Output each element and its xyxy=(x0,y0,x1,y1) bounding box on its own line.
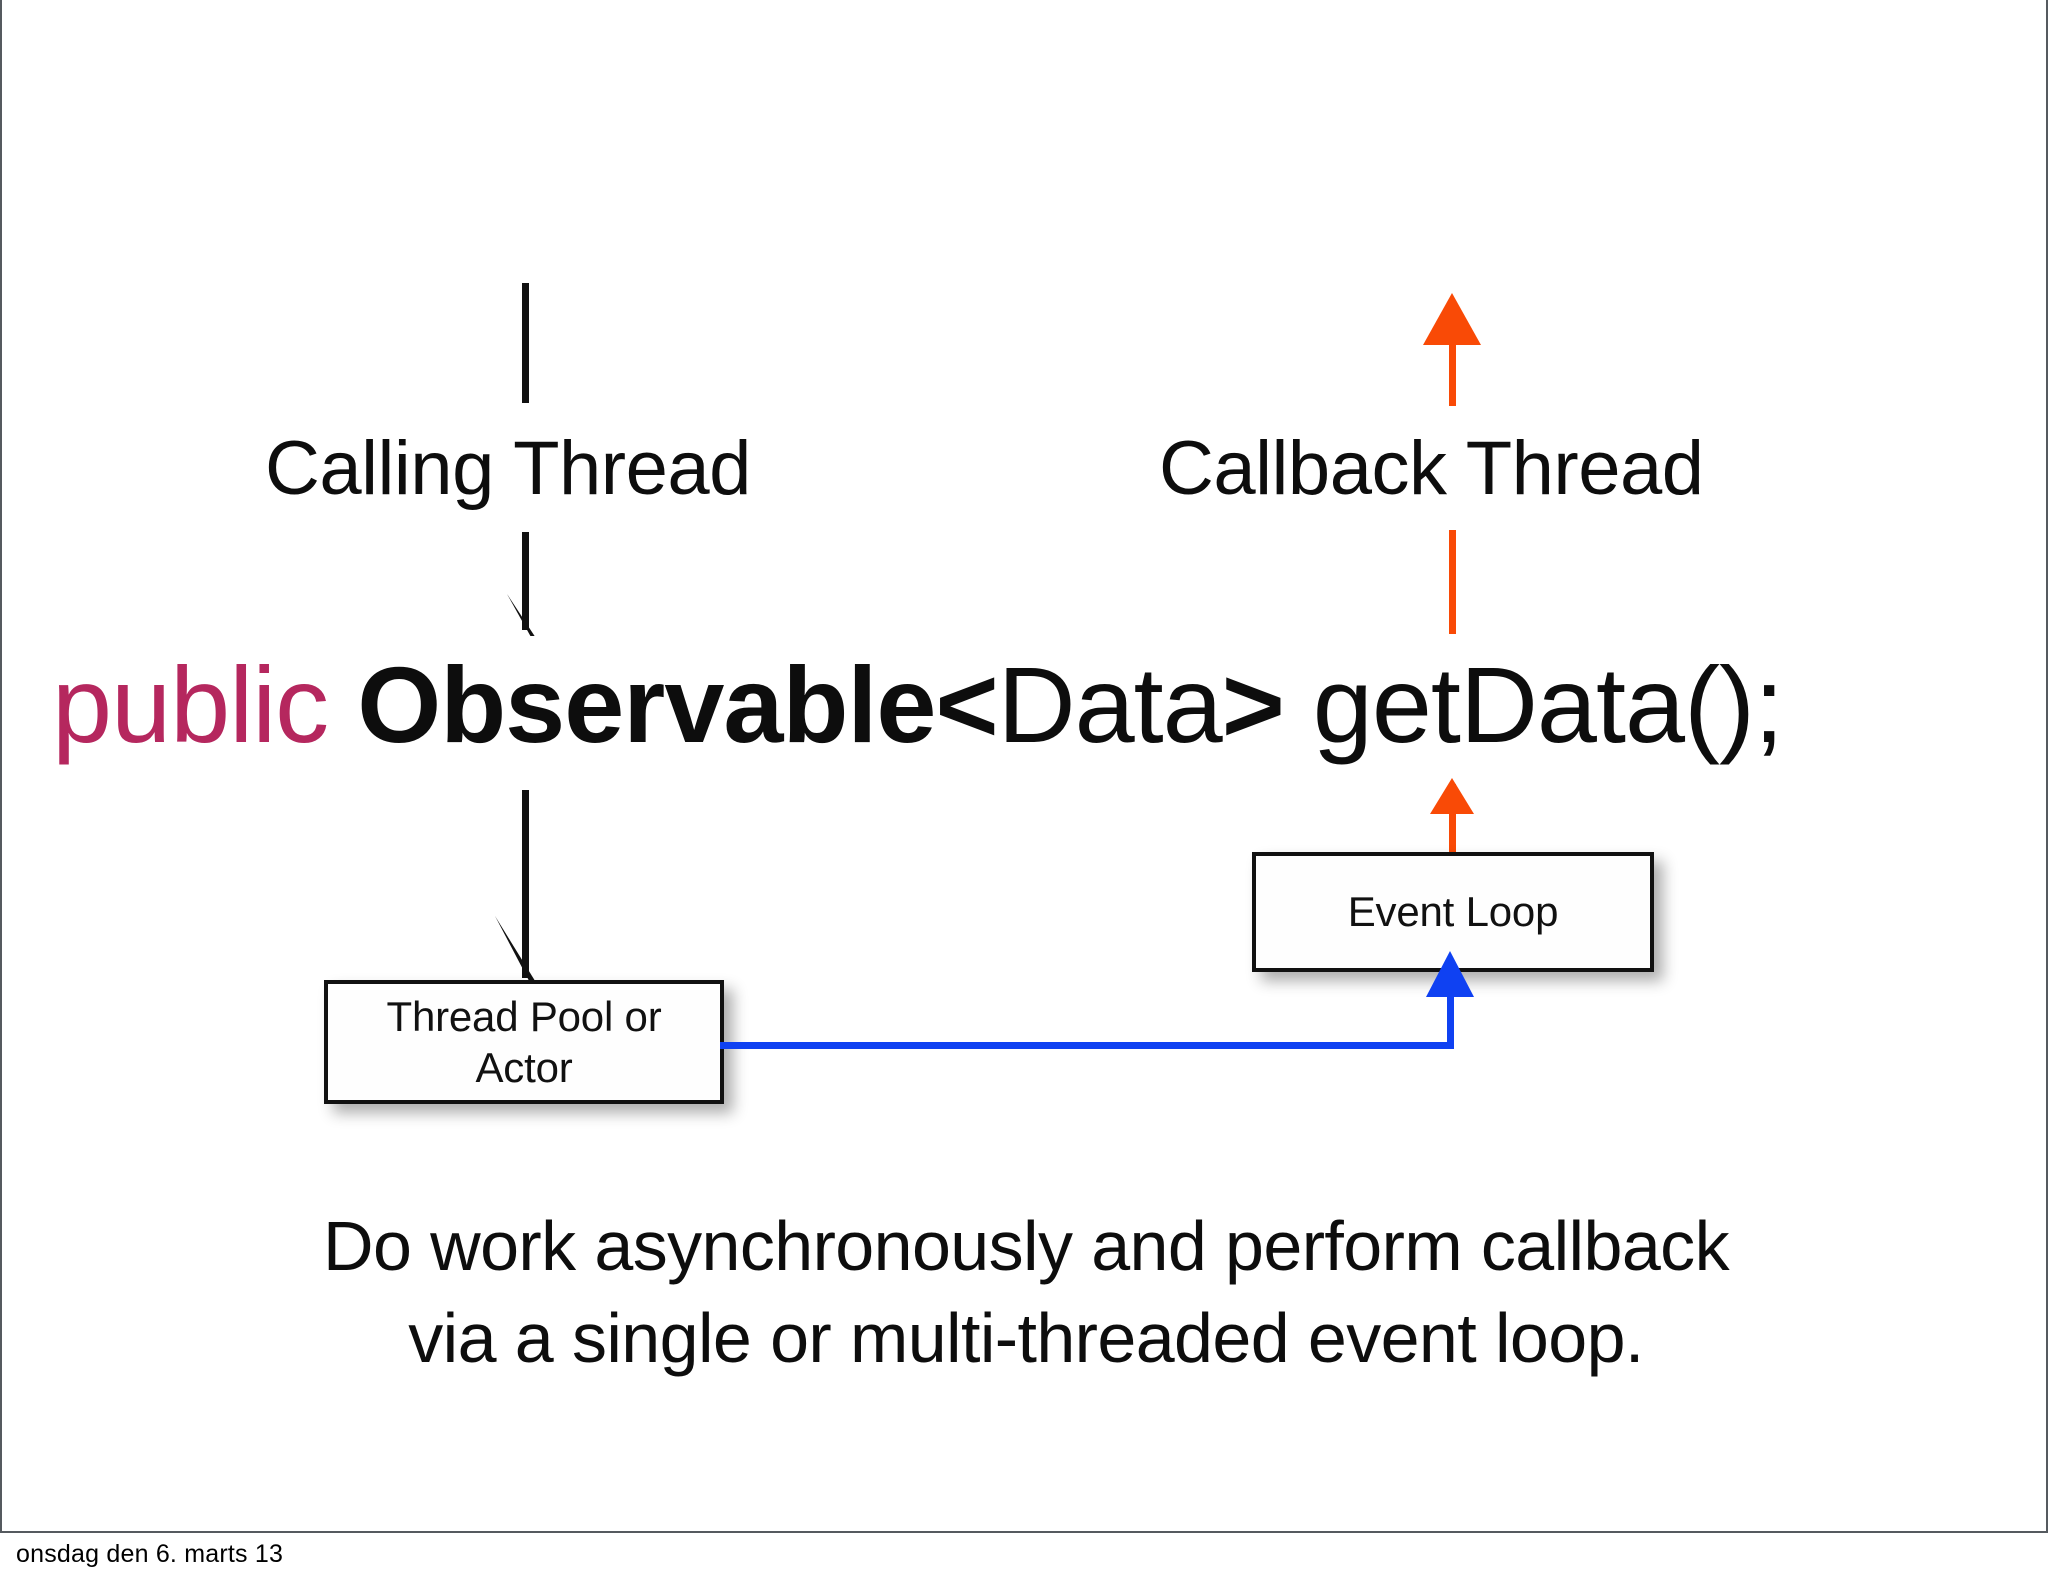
signature-generic-arg: Data xyxy=(997,644,1223,765)
calling-thread-line-top xyxy=(522,283,529,403)
thread-pool-label: Thread Pool or Actor xyxy=(386,992,662,1091)
signature-type: Observable xyxy=(357,644,936,765)
slide-caption: Do work asynchronously and perform callb… xyxy=(323,1207,1730,1378)
callback-thread-line-bottom xyxy=(1449,784,1456,856)
arrow-up-icon xyxy=(1426,951,1474,997)
slide-canvas: Calling Thread Callback Thread public Ob… xyxy=(0,0,2048,1533)
signature-method-name: getData(); xyxy=(1283,644,1784,765)
calling-thread-label: Calling Thread xyxy=(265,426,751,511)
calling-thread-line-bottom xyxy=(522,790,529,978)
signature-modifier: public xyxy=(52,644,358,765)
slide-footer: onsdag den 6. marts 13 xyxy=(0,1533,2048,1576)
calling-thread-line-mid xyxy=(522,532,529,630)
callback-thread-line-top xyxy=(1449,336,1456,406)
thread-pool-to-event-loop-line-vertical xyxy=(1447,994,1454,1049)
callback-thread-label: Callback Thread xyxy=(1159,426,1704,511)
signature-generic-close: > xyxy=(1221,644,1285,765)
arrow-down-icon xyxy=(491,916,537,980)
footer-date: onsdag den 6. marts 13 xyxy=(16,1540,284,1568)
arrow-down-icon xyxy=(503,594,537,636)
method-signature: public Observable<Data> getData(); xyxy=(52,640,2032,770)
signature-generic-open: < xyxy=(935,644,999,765)
thread-pool-box[interactable]: Thread Pool or Actor xyxy=(324,980,724,1104)
event-loop-label: Event Loop xyxy=(1347,888,1559,936)
callback-thread-line-mid xyxy=(1449,530,1456,634)
thread-pool-to-event-loop-line-horizontal xyxy=(720,1042,1454,1049)
